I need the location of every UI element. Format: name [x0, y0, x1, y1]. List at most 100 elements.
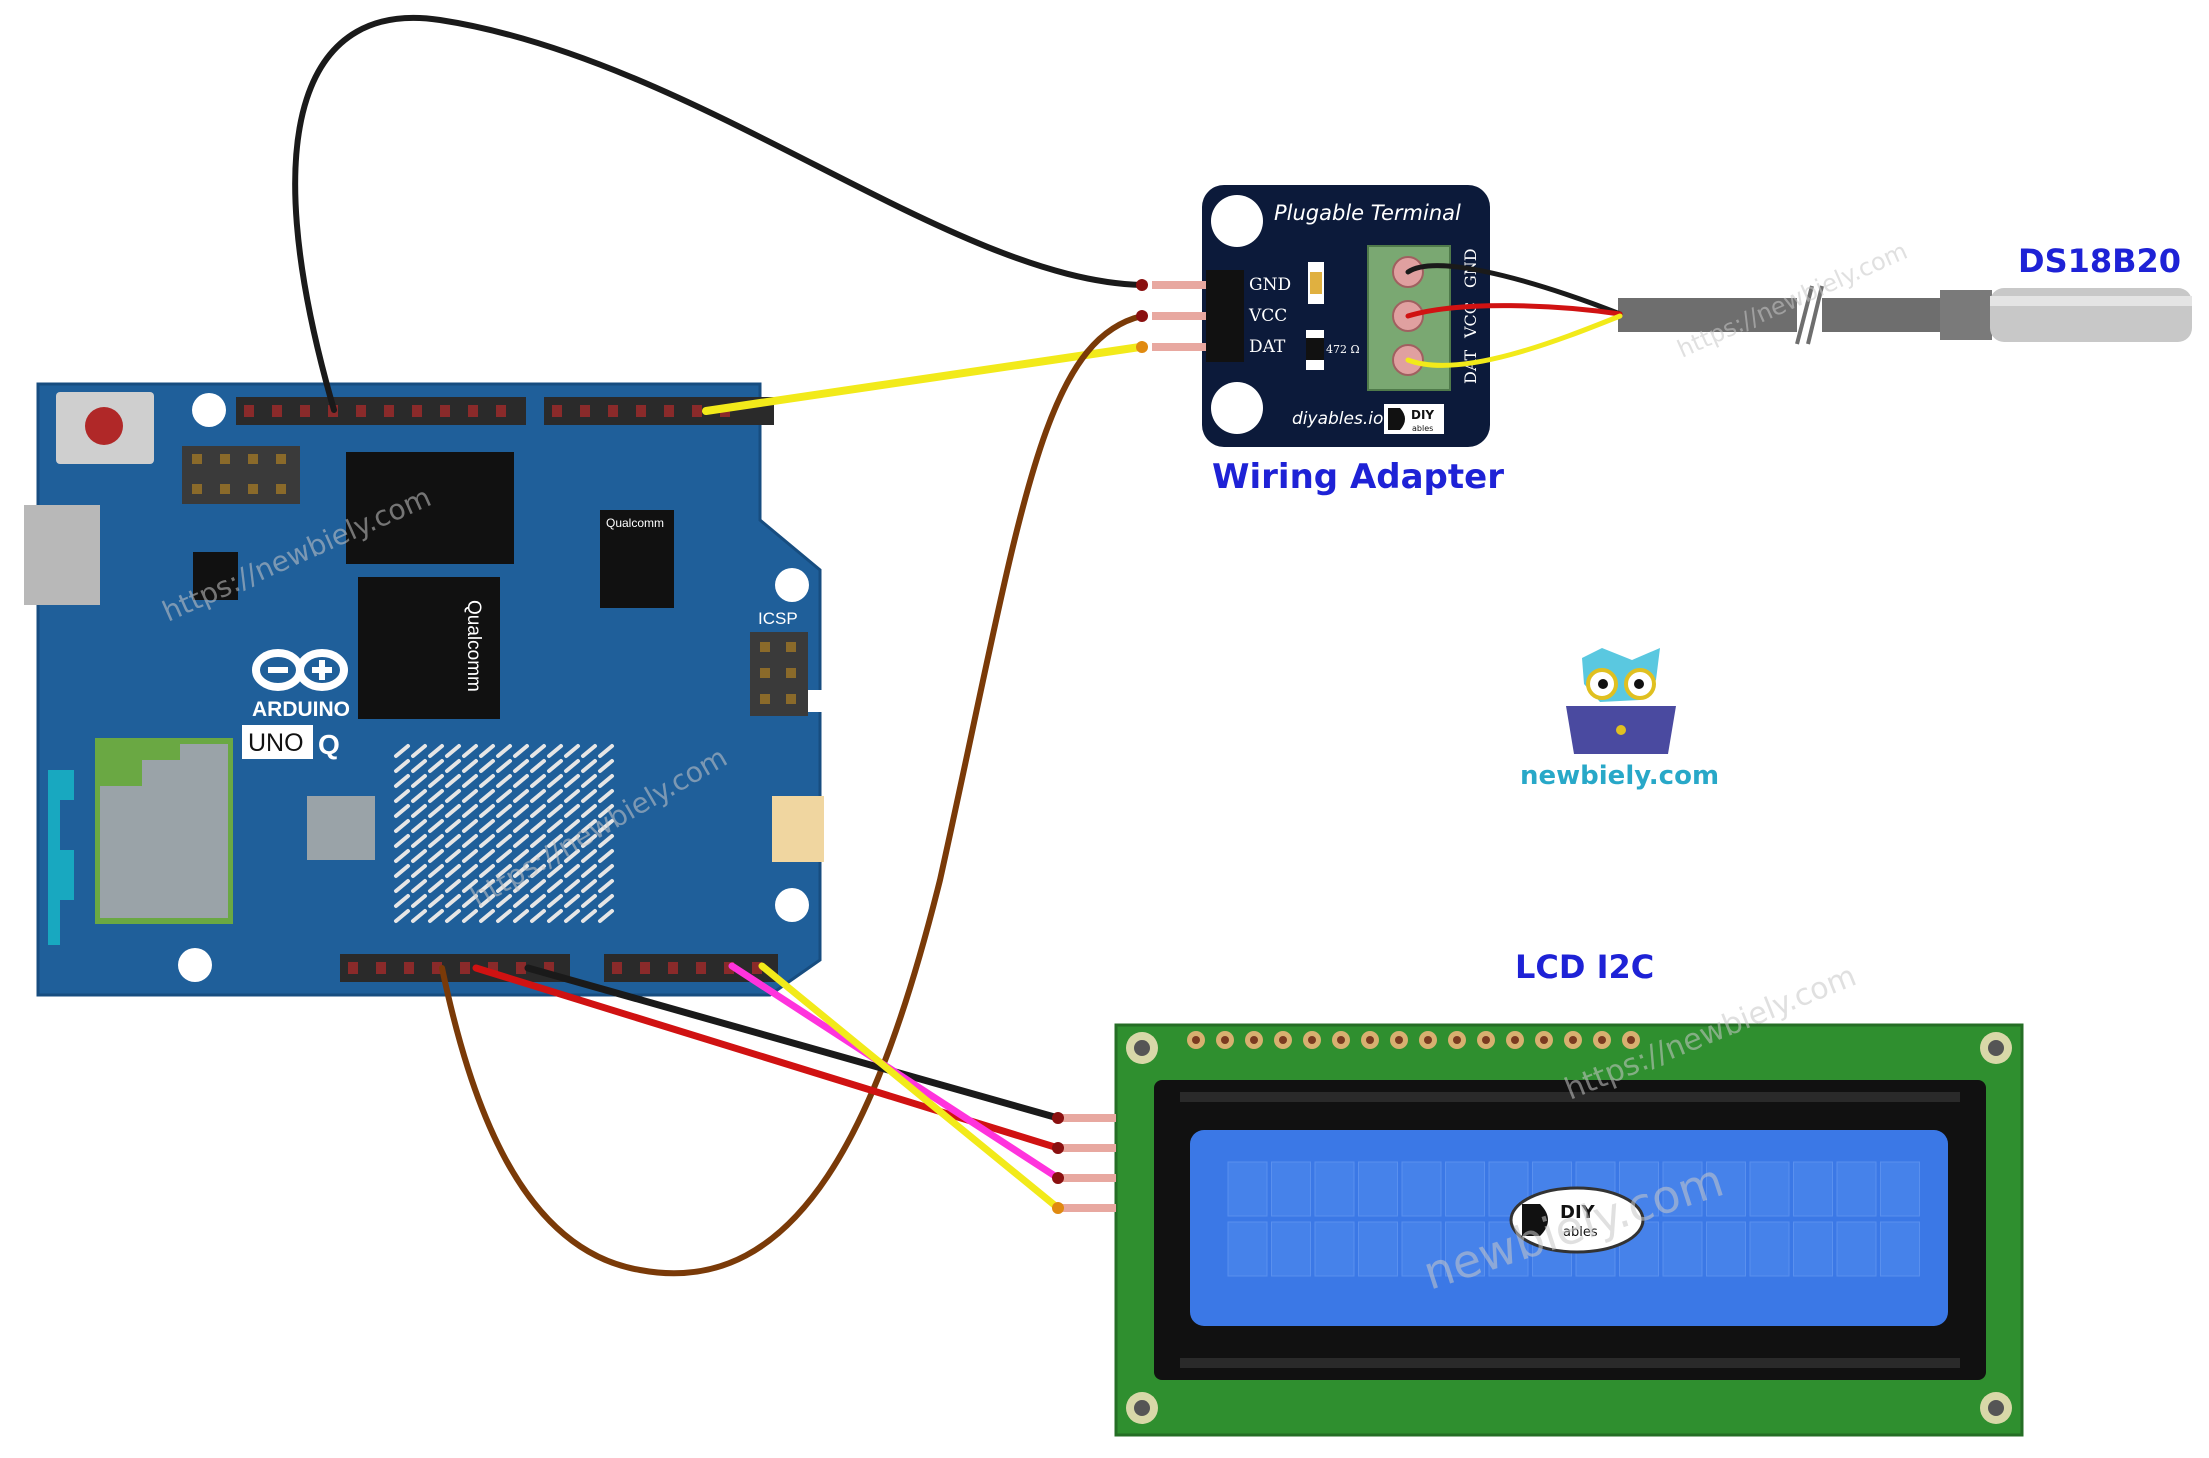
led — [598, 774, 614, 788]
led — [445, 864, 461, 878]
sensor-wire-yellow — [1405, 313, 1623, 368]
led — [411, 894, 427, 908]
led — [581, 894, 597, 908]
led — [428, 879, 444, 893]
led — [496, 864, 512, 878]
led — [428, 834, 444, 848]
led — [428, 894, 444, 908]
adapter-footer-label: diyables.io — [1292, 409, 1383, 429]
adapter-header-label: Plugable Terminal — [1274, 201, 1461, 225]
led — [547, 849, 563, 863]
led — [445, 909, 461, 923]
arduino-logo-icon — [252, 649, 348, 691]
led — [564, 894, 580, 908]
wiring-adapter-label: Wiring Adapter — [1212, 457, 1504, 497]
sensor-wire-black — [1405, 263, 1623, 317]
led — [598, 849, 614, 863]
led — [496, 804, 512, 818]
led — [547, 879, 563, 893]
led — [598, 864, 614, 878]
led — [513, 909, 529, 923]
lcd-cell — [1358, 1221, 1398, 1277]
lcd-cell — [1445, 1221, 1485, 1277]
led — [513, 819, 529, 833]
led — [564, 909, 580, 923]
lcd-cell — [1793, 1161, 1833, 1217]
adapter-logo-line1: DIY — [1411, 408, 1434, 422]
led — [598, 759, 614, 773]
led — [394, 834, 410, 848]
led — [581, 909, 597, 923]
led — [411, 789, 427, 803]
led — [581, 879, 597, 893]
led — [445, 774, 461, 788]
led — [394, 744, 410, 758]
reset-button-cap — [85, 407, 123, 445]
led-matrix — [394, 744, 614, 923]
led — [581, 759, 597, 773]
mounting-hole — [775, 568, 809, 602]
lcd-cell — [1706, 1221, 1746, 1277]
led — [411, 909, 427, 923]
led — [462, 789, 478, 803]
model-prefix-label: UNO — [248, 729, 304, 757]
resistor-label: 472 Ω — [1326, 343, 1360, 356]
led — [513, 834, 529, 848]
led — [513, 864, 529, 878]
led — [428, 909, 444, 923]
gray-component — [307, 796, 375, 860]
led — [581, 864, 597, 878]
mcu-chip — [346, 452, 514, 564]
lcd-character-cells — [1227, 1161, 1920, 1277]
led — [394, 909, 410, 923]
led — [428, 864, 444, 878]
led — [428, 774, 444, 788]
led — [581, 834, 597, 848]
led — [564, 804, 580, 818]
led — [496, 849, 512, 863]
led — [462, 834, 478, 848]
led — [479, 789, 495, 803]
wire-dat-yellow — [702, 343, 1144, 415]
lcd-i2c-pins — [1060, 1114, 1116, 1212]
led — [581, 819, 597, 833]
led — [530, 819, 546, 833]
led — [394, 894, 410, 908]
led — [564, 789, 580, 803]
lcd-cell — [1836, 1221, 1877, 1277]
model-suffix-label: Q — [318, 729, 340, 760]
led — [394, 849, 410, 863]
led — [445, 789, 461, 803]
qualcomm-chip-small — [600, 510, 674, 608]
led — [581, 849, 597, 863]
led — [547, 789, 563, 803]
led — [496, 879, 512, 893]
led — [462, 909, 478, 923]
led — [445, 834, 461, 848]
led — [428, 789, 444, 803]
adapter-mounting-hole — [1211, 195, 1263, 247]
led — [411, 834, 427, 848]
lcd-cell — [1271, 1161, 1311, 1217]
led — [564, 864, 580, 878]
led — [445, 849, 461, 863]
lcd-cell — [1227, 1221, 1268, 1277]
led — [394, 774, 410, 788]
adapter-pin-header — [1206, 270, 1244, 362]
led — [462, 774, 478, 788]
lcd-cell — [1488, 1221, 1529, 1277]
led — [513, 894, 529, 908]
led — [394, 879, 410, 893]
small-chip — [193, 552, 238, 600]
led — [513, 759, 529, 773]
led — [598, 789, 614, 803]
lcd-cell — [1706, 1161, 1746, 1217]
terminal-dat-label: DAT — [1461, 349, 1480, 384]
led — [547, 909, 563, 923]
lcd-logo-line2: ables — [1563, 1225, 1598, 1240]
led — [479, 909, 495, 923]
led — [547, 774, 563, 788]
wire-lcd-gnd-black — [524, 964, 1062, 1122]
led — [394, 789, 410, 803]
